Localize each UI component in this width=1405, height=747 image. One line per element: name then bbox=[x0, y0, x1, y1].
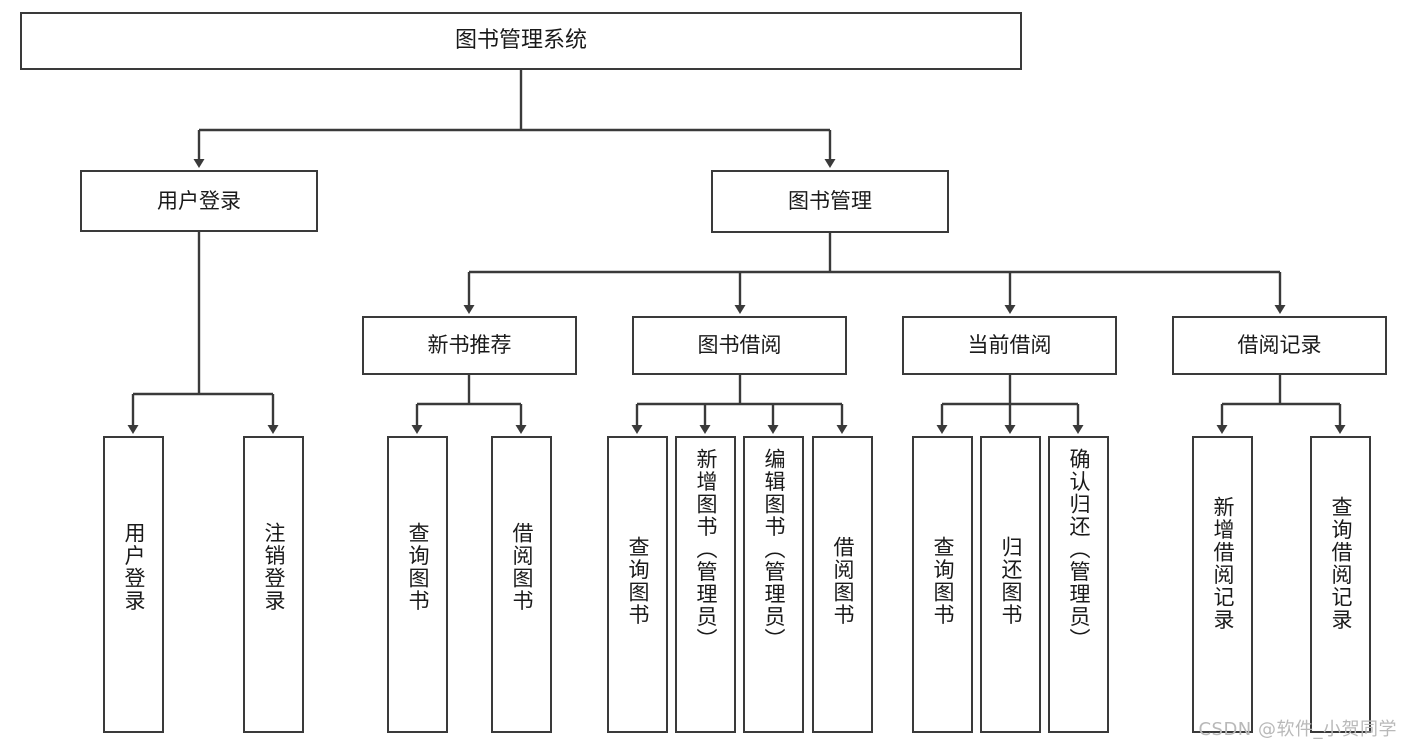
leaf-query-books-borrow[interactable]: 查询图书 bbox=[607, 436, 668, 733]
node-label: 查询图书 bbox=[931, 536, 955, 626]
leaf-query-borrow-record[interactable]: 查询借阅记录 bbox=[1310, 436, 1371, 733]
node-label: 确认归还（管理员） bbox=[1067, 448, 1091, 651]
node-label: 借阅图书 bbox=[510, 522, 534, 612]
node-label: 新增图书（管理员） bbox=[694, 448, 718, 651]
node-label: 借阅记录 bbox=[1237, 333, 1322, 358]
leaf-add-borrow-record[interactable]: 新增借阅记录 bbox=[1192, 436, 1253, 733]
node-label: 注销登录 bbox=[262, 522, 286, 612]
leaf-borrow-books[interactable]: 借阅图书 bbox=[812, 436, 873, 733]
node-label: 用户登录 bbox=[122, 522, 146, 612]
leaf-add-book-admin[interactable]: 新增图书（管理员） bbox=[675, 436, 736, 733]
node-root-book-management-system[interactable]: 图书管理系统 bbox=[20, 12, 1022, 70]
leaf-query-books-current[interactable]: 查询图书 bbox=[912, 436, 973, 733]
node-label: 查询借阅记录 bbox=[1329, 496, 1353, 631]
node-label: 用户登录 bbox=[157, 188, 241, 213]
node-current-borrowing[interactable]: 当前借阅 bbox=[902, 316, 1117, 375]
leaf-edit-book-admin[interactable]: 编辑图书（管理员） bbox=[743, 436, 804, 733]
node-label: 新增借阅记录 bbox=[1211, 496, 1235, 631]
leaf-confirm-return-admin[interactable]: 确认归还（管理员） bbox=[1048, 436, 1109, 733]
node-label: 图书管理系统 bbox=[454, 28, 587, 54]
node-label: 查询图书 bbox=[406, 522, 430, 612]
node-label: 图书借阅 bbox=[697, 333, 782, 358]
leaf-borrow-books-new[interactable]: 借阅图书 bbox=[491, 436, 552, 733]
leaf-user-login[interactable]: 用户登录 bbox=[103, 436, 164, 733]
node-new-book-recommendation[interactable]: 新书推荐 bbox=[362, 316, 577, 375]
node-label: 借阅图书 bbox=[831, 536, 855, 626]
leaf-return-books[interactable]: 归还图书 bbox=[980, 436, 1041, 733]
node-label: 查询图书 bbox=[626, 536, 650, 626]
node-label: 归还图书 bbox=[999, 536, 1023, 626]
node-borrowing-records[interactable]: 借阅记录 bbox=[1172, 316, 1387, 375]
node-book-management[interactable]: 图书管理 bbox=[711, 170, 949, 233]
node-label: 图书管理 bbox=[788, 189, 872, 214]
node-label: 编辑图书（管理员） bbox=[762, 448, 786, 651]
node-book-borrowing[interactable]: 图书借阅 bbox=[632, 316, 847, 375]
node-label: 当前借阅 bbox=[967, 333, 1052, 358]
leaf-logout[interactable]: 注销登录 bbox=[243, 436, 304, 733]
watermark-text: CSDN @软件_小贺同学 bbox=[1198, 719, 1397, 740]
node-user-login[interactable]: 用户登录 bbox=[80, 170, 318, 232]
node-label: 新书推荐 bbox=[427, 333, 512, 358]
leaf-query-books-new[interactable]: 查询图书 bbox=[387, 436, 448, 733]
